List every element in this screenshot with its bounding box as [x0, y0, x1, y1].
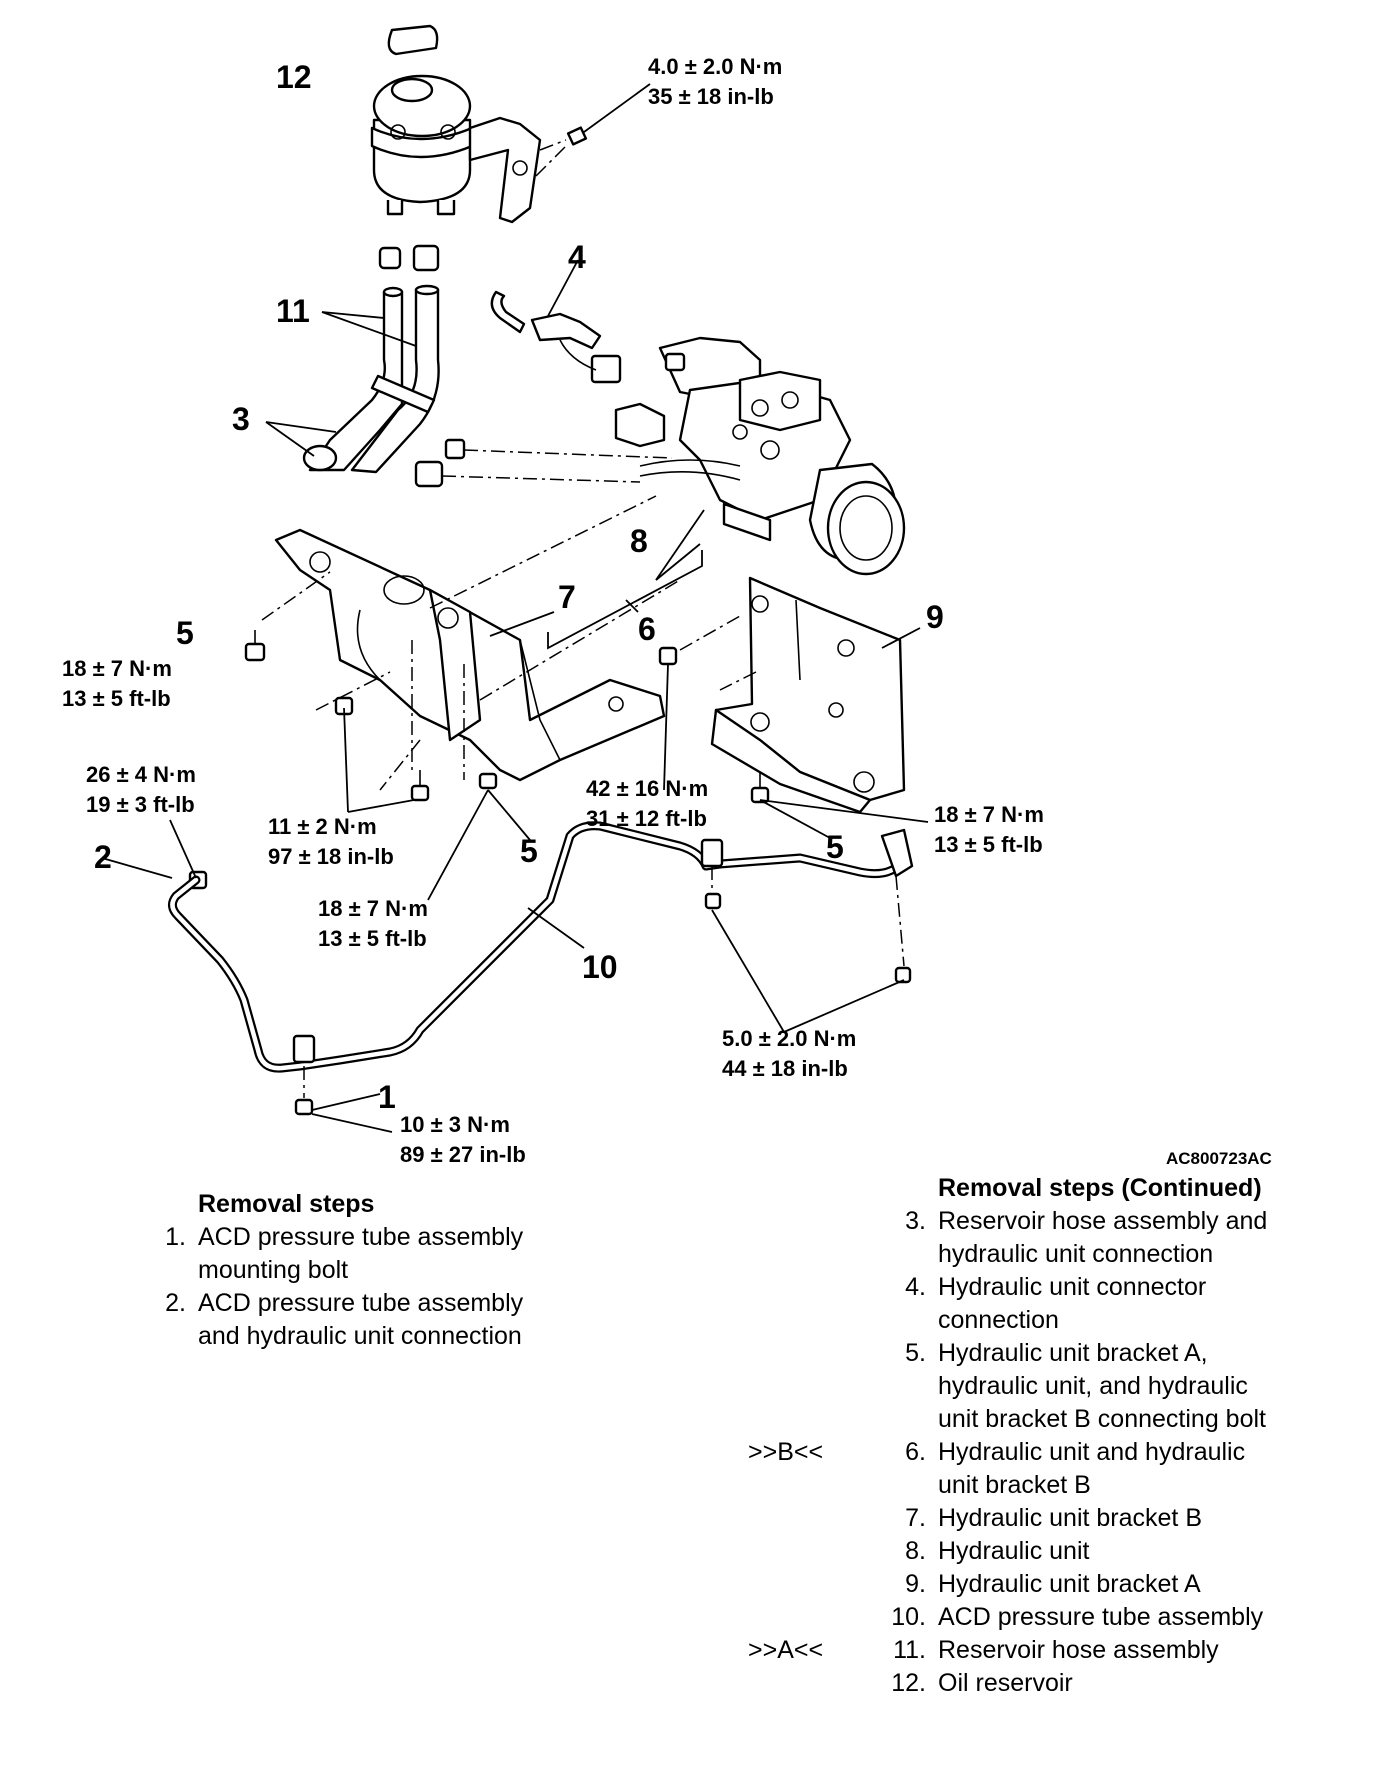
removal-steps-left: Removal steps 1. ACD pressure tube assem…	[140, 1188, 620, 1353]
step-number: 6.	[905, 1438, 926, 1466]
callout-7: 7	[558, 579, 576, 615]
step-number: 1.	[165, 1223, 186, 1251]
oil-reservoir	[370, 24, 542, 224]
step-text: Hydraulic unit connector	[938, 1273, 1207, 1301]
step-number: 12.	[891, 1669, 926, 1697]
step-text: Reservoir hose assembly	[938, 1636, 1219, 1664]
step-6: >>B<< 6. Hydraulic unit and hydraulic un…	[748, 1436, 1380, 1502]
step-4: 4. Hydraulic unit connector connection	[880, 1271, 1380, 1337]
callout-10: 10	[582, 949, 618, 985]
step-text: Reservoir hose assembly and	[938, 1207, 1268, 1235]
hydraulic-unit-bracket-b	[274, 528, 666, 782]
step-2: 2. ACD pressure tube assembly and hydrau…	[140, 1287, 620, 1353]
callout-12: 12	[276, 59, 312, 95]
step-text: mounting bolt	[198, 1256, 349, 1284]
callout-3: 3	[232, 401, 250, 437]
procedure-mark: >>A<<	[748, 1636, 824, 1664]
callout-9: 9	[926, 599, 944, 635]
step-number: 4.	[905, 1273, 926, 1301]
figure-id: AC800723AC	[1166, 1149, 1272, 1168]
callout-5-right: 5	[826, 829, 844, 865]
reservoir-hose-assembly	[265, 244, 440, 474]
torque-2-nm: 26 ± 4 N·m	[86, 762, 196, 787]
step-9: 9. Hydraulic unit bracket A	[880, 1568, 1380, 1601]
step-1: 1. ACD pressure tube assembly mounting b…	[140, 1221, 620, 1287]
torque-labels: 4.0 ± 2.0 N·m 35 ± 18 in-lb 18 ± 7 N·m 1…	[62, 54, 1044, 1167]
step-7: 7. Hydraulic unit bracket B	[880, 1502, 1380, 1535]
callout-8: 8	[630, 523, 648, 559]
step-text: Hydraulic unit and hydraulic	[938, 1438, 1246, 1466]
torque-12-inlb: 35 ± 18 in-lb	[648, 84, 774, 109]
reservoir-bolt	[535, 83, 651, 177]
callout-2: 2	[94, 839, 112, 875]
torque-5-mid-ftlb: 13 ± 5 ft-lb	[318, 926, 427, 951]
exploded-diagram: 12 4 11 3 8 7 9 6 5 5 5 2 10 1 4.0 ± 2.0…	[62, 24, 1272, 1168]
step-number: 10.	[891, 1603, 926, 1631]
hydraulic-unit	[614, 336, 906, 581]
callout-5-mid: 5	[520, 833, 538, 869]
step-number: 3.	[905, 1207, 926, 1235]
torque-5-mid-nm: 18 ± 7 N·m	[318, 896, 428, 921]
torque-11nm-inlb: 97 ± 18 in-lb	[268, 844, 394, 869]
callout-5-left: 5	[176, 615, 194, 651]
removal-steps-right: Removal steps (Continued) 3. Reservoir h…	[748, 1172, 1380, 1700]
callout-6: 6	[638, 611, 656, 647]
procedure-mark: >>B<<	[748, 1438, 824, 1466]
torque-2-ftlb: 19 ± 3 ft-lb	[86, 792, 195, 817]
step-5: 5. Hydraulic unit bracket A, hydraulic u…	[880, 1337, 1380, 1436]
step-text: ACD pressure tube assembly	[198, 1289, 524, 1317]
torque-12-nm: 4.0 ± 2.0 N·m	[648, 54, 782, 79]
step-text: hydraulic unit, and hydraulic	[938, 1372, 1248, 1400]
step-number: 7.	[905, 1504, 926, 1532]
step-number: 9.	[905, 1570, 926, 1598]
step-text: hydraulic unit connection	[938, 1240, 1214, 1268]
torque-5-left-nm: 18 ± 7 N·m	[62, 656, 172, 681]
callout-1: 1	[378, 1079, 396, 1115]
torque-42-nm: 42 ± 16 N·m	[586, 776, 708, 801]
step-10: 10. ACD pressure tube assembly	[880, 1601, 1380, 1634]
torque-leaders	[101, 663, 929, 1133]
hydraulic-unit-bracket-a	[679, 576, 921, 814]
step-text: Hydraulic unit	[938, 1537, 1090, 1565]
torque-42-ftlb: 31 ± 12 ft-lb	[586, 806, 707, 831]
callout-numbers: 12 4 11 3 8 7 9 6 5 5 5 2 10 1	[94, 59, 944, 1115]
step-text: and hydraulic unit connection	[198, 1322, 522, 1350]
assembly-bracket-6	[547, 550, 703, 650]
callout-11: 11	[276, 293, 310, 329]
step-8: 8. Hydraulic unit	[880, 1535, 1380, 1568]
step-text: Hydraulic unit bracket B	[938, 1504, 1203, 1532]
step-number: 8.	[905, 1537, 926, 1565]
step-text: ACD pressure tube assembly	[198, 1223, 524, 1251]
torque-10-clamp-nm: 5.0 ± 2.0 N·m	[722, 1026, 856, 1051]
step-text: Oil reservoir	[938, 1669, 1073, 1697]
step-text: unit bracket B connecting bolt	[938, 1405, 1266, 1433]
torque-1-inlb: 89 ± 27 in-lb	[400, 1142, 526, 1167]
step-number: 11.	[893, 1636, 926, 1664]
torque-5-right-ftlb: 13 ± 5 ft-lb	[934, 832, 1043, 857]
step-12: 12. Oil reservoir	[880, 1667, 1380, 1700]
bracket-leaders	[261, 495, 681, 791]
step-text: Hydraulic unit bracket A	[938, 1570, 1201, 1598]
step-3: 3. Reservoir hose assembly and hydraulic…	[880, 1205, 1380, 1271]
acd-pressure-tube	[168, 821, 914, 1073]
hose-clips	[414, 438, 673, 488]
step-number: 2.	[165, 1289, 186, 1317]
hydraulic-unit-connector	[490, 259, 622, 384]
step-text: Hydraulic unit bracket A,	[938, 1339, 1208, 1367]
removal-steps-continued-title: Removal steps (Continued)	[938, 1174, 1262, 1202]
torque-5-right-nm: 18 ± 7 N·m	[934, 802, 1044, 827]
torque-10-clamp-inlb: 44 ± 18 in-lb	[722, 1056, 848, 1081]
step-number: 5.	[905, 1339, 926, 1367]
callout-4: 4	[568, 239, 586, 275]
step-text: connection	[938, 1306, 1059, 1334]
removal-steps-title: Removal steps	[198, 1190, 375, 1218]
torque-11nm-nm: 11 ± 2 N·m	[268, 814, 377, 839]
step-11: >>A<< 11. Reservoir hose assembly	[748, 1634, 1380, 1667]
torque-1-nm: 10 ± 3 N·m	[400, 1112, 510, 1137]
step-text: ACD pressure tube assembly	[938, 1603, 1264, 1631]
step-text: unit bracket B	[938, 1471, 1091, 1499]
torque-5-left-ftlb: 13 ± 5 ft-lb	[62, 686, 171, 711]
